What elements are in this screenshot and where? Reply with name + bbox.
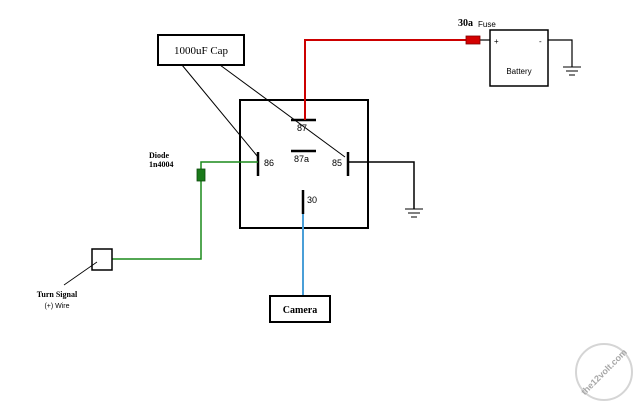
- camera-box: [269, 295, 331, 323]
- watermark-text: the12volt.com: [579, 347, 629, 397]
- camera: Camera: [269, 295, 331, 323]
- turn-signal-label-line-2: (+) Wire: [44, 303, 69, 310]
- pin-label-87: 87: [297, 123, 307, 133]
- capacitor: 1000uF Cap: [157, 34, 245, 66]
- turn-signal-label-line-1: Turn Signal: [37, 290, 78, 299]
- pin-label-85: 85: [332, 158, 342, 168]
- battery-plus-terminal: +: [494, 37, 499, 46]
- pin-85-ground-wire: [348, 161, 415, 209]
- capacitor-lead-to-86: [181, 64, 259, 158]
- fuse-body: [465, 35, 481, 45]
- diode-label-line-2: 1n4004: [149, 160, 173, 169]
- capacitor-lead-to-85: [219, 64, 346, 158]
- diode-label-line-1: Diode: [149, 151, 169, 160]
- fuse-rating: 30a: [458, 18, 473, 29]
- fuse: 30a Fuse: [458, 18, 496, 45]
- diode-to-pin-86-wire: [200, 161, 258, 170]
- battery-label: Battery: [506, 67, 531, 76]
- battery-box: [489, 29, 549, 87]
- watermark-circle: [575, 343, 633, 401]
- watermark: the12volt.com: [575, 343, 633, 401]
- fuse-label: Fuse: [478, 20, 496, 29]
- battery-negative-wire: [548, 39, 573, 67]
- battery: + - Battery: [489, 29, 549, 87]
- turn-signal-wire: [112, 176, 202, 260]
- diode-body: [196, 168, 206, 182]
- capacitor-box: [157, 34, 245, 66]
- turn-signal-leader-line: [63, 261, 98, 286]
- turn-signal-source: Turn Signal (+) Wire: [37, 248, 113, 310]
- relay-ground-icon: [405, 208, 423, 218]
- camera-label: Camera: [283, 305, 317, 316]
- turn-signal-box: [91, 248, 113, 271]
- battery-minus-terminal: -: [539, 37, 542, 46]
- pin-label-30: 30: [307, 195, 317, 205]
- capacitor-label: 1000uF Cap: [174, 45, 229, 57]
- diode: Diode 1n4004: [149, 151, 206, 182]
- pin-label-87a: 87a: [294, 154, 309, 164]
- battery-positive-wire: [304, 39, 466, 120]
- battery-ground-icon: [563, 66, 581, 76]
- pin-label-86: 86: [264, 158, 274, 168]
